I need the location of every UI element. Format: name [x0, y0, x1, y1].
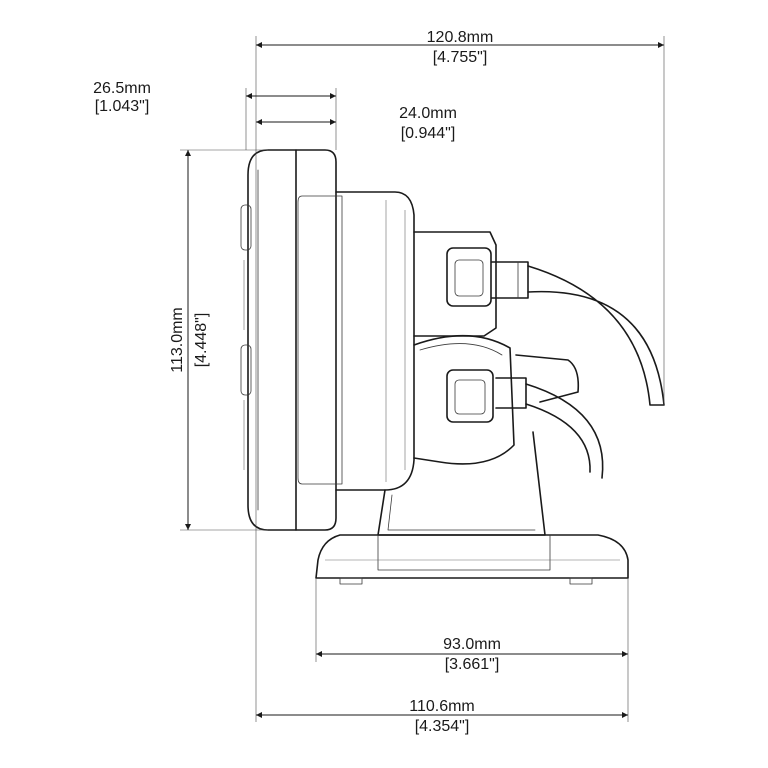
- dim-bezel-depth-imperial: [0.944"]: [401, 125, 456, 142]
- device-side-view: [240, 149, 665, 585]
- dim-front-depth-imperial: [1.043"]: [95, 98, 150, 115]
- dim-total-width-metric: 110.6mm: [409, 698, 475, 715]
- dim-height-metric: 113.0mm: [169, 307, 186, 373]
- dim-base-width-metric: 93.0mm: [443, 636, 501, 653]
- lower-connector: [413, 334, 580, 465]
- dim-height: 113.0mm [4.448"]: [169, 150, 210, 530]
- dim-total-width: 110.6mm [4.354"]: [256, 698, 628, 735]
- dim-total-width-imperial: [4.354"]: [415, 718, 470, 735]
- dim-overall-depth-metric: 120.8mm: [427, 29, 494, 46]
- dim-bezel-depth: 24.0mm [0.944"]: [256, 105, 457, 142]
- front-bezel: [240, 149, 337, 531]
- upper-cable: [527, 265, 665, 406]
- dim-overall-depth: 120.8mm [4.755"]: [256, 29, 664, 66]
- upper-connector: [413, 231, 529, 337]
- mount-stem: [377, 431, 546, 536]
- lower-cable: [525, 383, 604, 479]
- dim-height-imperial: [4.448"]: [193, 313, 210, 368]
- dim-front-depth-metric: 26.5mm: [93, 80, 151, 97]
- mount-base: [315, 534, 629, 585]
- dim-base-width: 93.0mm [3.661"]: [316, 636, 628, 673]
- dim-overall-depth-imperial: [4.755"]: [433, 49, 488, 66]
- rear-housing: [297, 191, 415, 491]
- dim-front-depth: 26.5mm [1.043"]: [93, 80, 336, 115]
- dim-bezel-depth-metric: 24.0mm: [399, 105, 457, 122]
- dim-base-width-imperial: [3.661"]: [445, 656, 500, 673]
